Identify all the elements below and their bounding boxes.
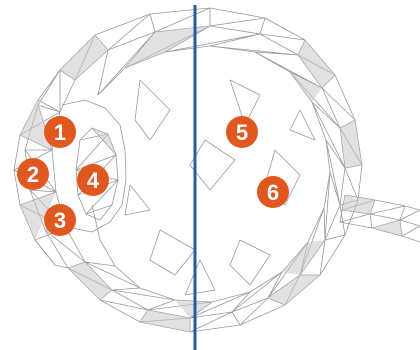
facet xyxy=(68,262,112,300)
marker-4: 4 xyxy=(77,164,109,196)
facet xyxy=(340,120,362,168)
facet xyxy=(282,240,325,275)
marker-5: 5 xyxy=(226,116,258,148)
marker-label: 4 xyxy=(87,168,100,193)
facet xyxy=(372,220,402,236)
marker-label: 1 xyxy=(54,120,66,145)
facet xyxy=(140,310,190,332)
marker-1: 1 xyxy=(44,116,76,148)
facet xyxy=(268,275,320,305)
marker-3: 3 xyxy=(44,204,76,236)
marker-label: 3 xyxy=(54,208,66,233)
marker-6: 6 xyxy=(257,176,289,208)
marker-label: 6 xyxy=(267,180,279,205)
marker-label: 5 xyxy=(236,120,248,145)
facet xyxy=(125,26,210,68)
marker-2: 2 xyxy=(17,158,49,190)
marker-label: 2 xyxy=(27,162,39,187)
facet xyxy=(60,35,108,80)
facet xyxy=(342,195,375,214)
